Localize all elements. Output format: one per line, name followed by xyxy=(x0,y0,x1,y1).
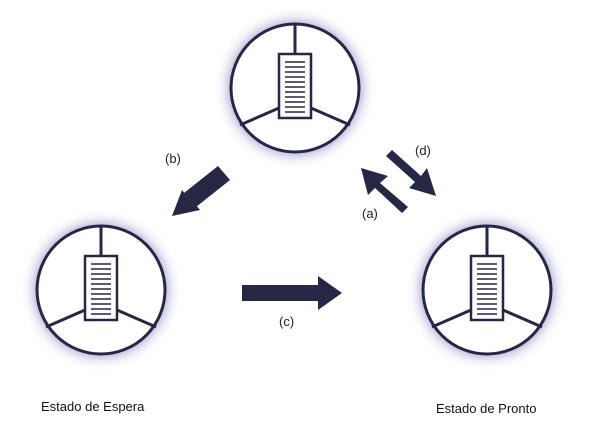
arrow-c-icon xyxy=(242,276,342,310)
arrow-d-label: (d) xyxy=(415,143,431,158)
arrow-c-label: (c) xyxy=(279,314,294,329)
arrow-a-icon xyxy=(361,168,408,213)
arrow-b-label: (b) xyxy=(165,151,181,166)
arrow-a-label: (a) xyxy=(362,206,378,221)
ready-state-label: Estado de Pronto xyxy=(436,401,536,416)
ready-state-process-icon xyxy=(423,226,551,354)
arrow-d-icon xyxy=(386,150,436,196)
arrow-b-shaft xyxy=(184,166,230,207)
running-state-process-icon xyxy=(231,24,359,152)
waiting-state-process-icon xyxy=(37,226,165,354)
waiting-state-label: Estado de Espera xyxy=(41,399,145,414)
